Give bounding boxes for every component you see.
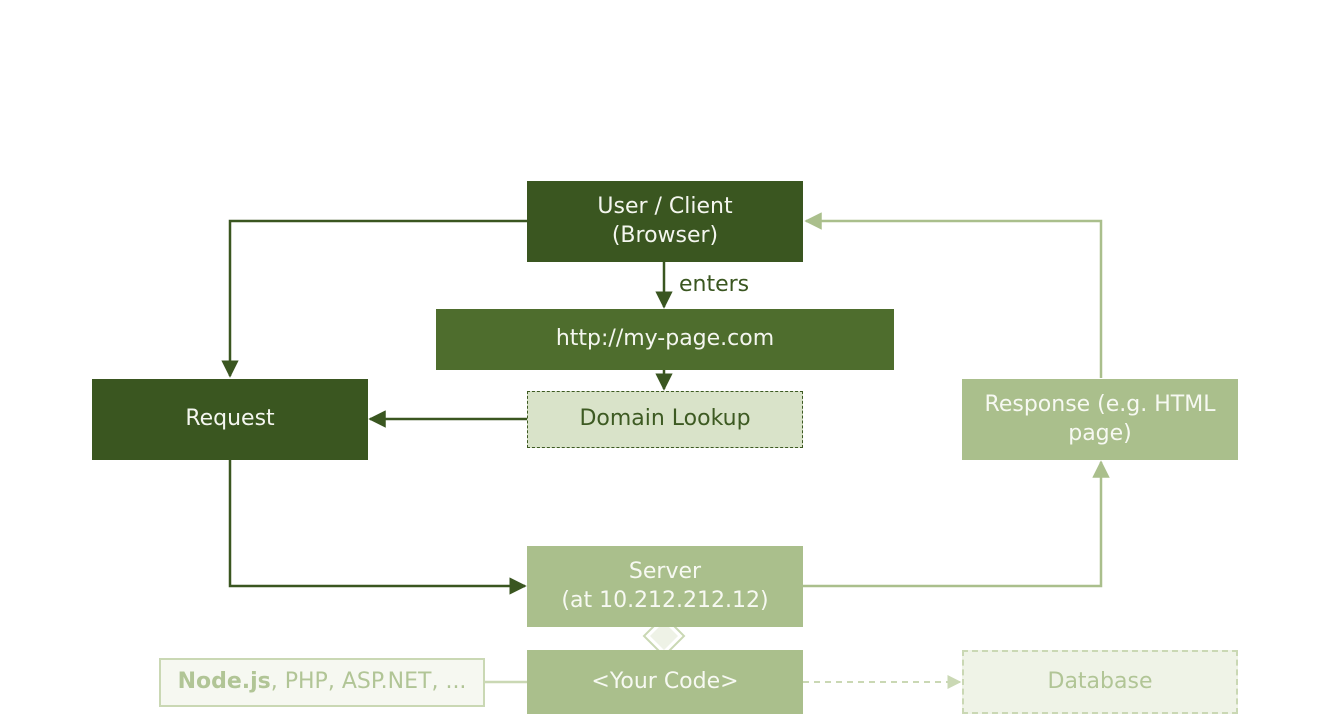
client-node-line2: (Browser): [611, 222, 719, 248]
languages-bold: Node.js: [177, 669, 271, 695]
enters-label: enters: [679, 272, 750, 297]
your-code-label: <Your Code>: [591, 668, 739, 694]
domain-lookup-label: Domain Lookup: [579, 406, 751, 432]
domain-lookup-node: Domain Lookup: [527, 391, 803, 448]
edge-request-to-server: [228, 460, 527, 595]
edge-response-to-client: [804, 212, 1103, 378]
server-line2: (at 10.212.212.12): [561, 587, 769, 613]
response-line1: Response (e.g. HTML: [984, 391, 1216, 417]
database-node: Database: [962, 650, 1238, 714]
your-code-node: <Your Code>: [527, 650, 803, 714]
database-label: Database: [1047, 668, 1153, 694]
client-node: User / Client (Browser): [527, 181, 803, 262]
url-node: http://my-page.com: [436, 309, 894, 370]
server-node: Server (at 10.212.212.12): [527, 546, 803, 627]
response-line2: page): [1068, 420, 1132, 446]
server-line1: Server: [628, 558, 702, 584]
request-node: Request: [92, 379, 368, 460]
languages-rest: , PHP, ASP.NET, ...: [270, 669, 467, 695]
client-node-line1: User / Client: [597, 193, 733, 219]
edge-server-to-response: [803, 460, 1110, 588]
request-label: Request: [185, 406, 275, 432]
response-node: Response (e.g. HTML page): [962, 379, 1238, 460]
url-node-label: http://my-page.com: [555, 326, 775, 352]
languages-node: Node.js, PHP, ASP.NET, ...: [159, 658, 485, 707]
edge-client-to-request: [221, 219, 527, 378]
